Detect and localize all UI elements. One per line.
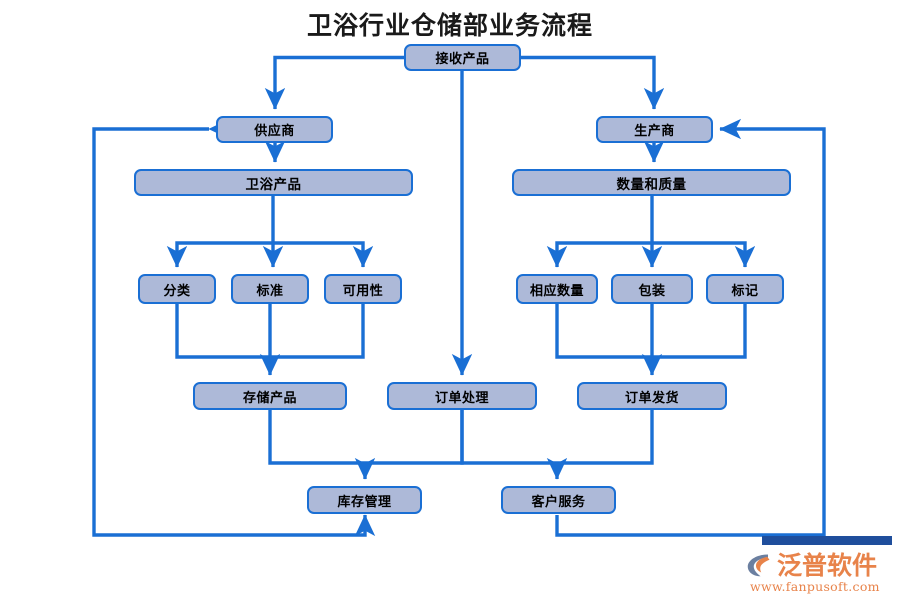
node-usability-label: 可用性	[342, 283, 384, 299]
fanpu-logo-icon	[747, 554, 770, 577]
edge-store-order-join	[268, 410, 464, 465]
node-category-label: 分类	[163, 283, 191, 299]
node-marking[interactable]: 标记	[706, 274, 784, 304]
watermark-url: www.fanpusoft.com	[750, 579, 880, 594]
node-packing-label: 包装	[638, 283, 666, 299]
node-customer-service-label: 客户服务	[531, 494, 586, 510]
node-usability[interactable]: 可用性	[324, 274, 402, 304]
node-inventory-management-label: 库存管理	[337, 494, 392, 510]
node-inventory-management[interactable]: 库存管理	[307, 486, 422, 514]
watermark-brand-row: 泛普软件	[744, 550, 877, 580]
watermark: 泛普软件 www.fanpusoft.com	[740, 536, 892, 594]
node-producer[interactable]: 生产商	[596, 116, 713, 143]
edge-order-shipping-join	[460, 410, 654, 465]
node-bathroom-product[interactable]: 卫浴产品	[134, 169, 413, 196]
edge-product-split-trunk	[166, 196, 275, 268]
node-quantity-quality-label: 数量和质量	[616, 176, 687, 193]
node-order-shipping-label: 订单发货	[624, 390, 679, 406]
node-store-product-label: 存储产品	[242, 390, 297, 406]
watermark-brand: 泛普软件	[777, 550, 878, 580]
edge-receive-supplier	[264, 55, 404, 110]
edge-amount-merge	[555, 304, 747, 359]
node-category[interactable]: 分类	[138, 274, 216, 304]
edge-receive-producer	[521, 55, 665, 110]
node-packing[interactable]: 包装	[611, 274, 693, 304]
node-amount-label: 相应数量	[529, 283, 584, 299]
watermark-bar	[762, 536, 892, 545]
node-quantity-quality[interactable]: 数量和质量	[512, 169, 791, 196]
node-receive[interactable]: 接收产品	[404, 44, 521, 71]
node-order-processing-label: 订单处理	[434, 390, 489, 406]
edge-category-merge	[175, 304, 365, 359]
node-standard[interactable]: 标准	[231, 274, 309, 304]
node-order-shipping[interactable]: 订单发货	[577, 382, 727, 410]
node-standard-label: 标准	[256, 283, 284, 299]
node-receive-label: 接收产品	[435, 52, 490, 67]
node-order-processing[interactable]: 订单处理	[387, 382, 537, 410]
edge-qtyqual-split-trunk	[546, 196, 654, 268]
node-producer-label: 生产商	[634, 124, 675, 139]
node-marking-label: 标记	[731, 283, 759, 299]
node-supplier-label: 供应商	[254, 124, 295, 139]
node-store-product[interactable]: 存储产品	[193, 382, 347, 410]
node-supplier[interactable]: 供应商	[216, 116, 333, 143]
node-amount[interactable]: 相应数量	[516, 274, 598, 304]
page-title: 卫浴行业仓储部业务流程	[306, 11, 593, 40]
node-bathroom-product-label: 卫浴产品	[245, 176, 302, 193]
edge-product-split-right	[273, 241, 374, 268]
node-customer-service[interactable]: 客户服务	[501, 486, 616, 514]
edge-qtyqual-split-right	[652, 241, 756, 268]
